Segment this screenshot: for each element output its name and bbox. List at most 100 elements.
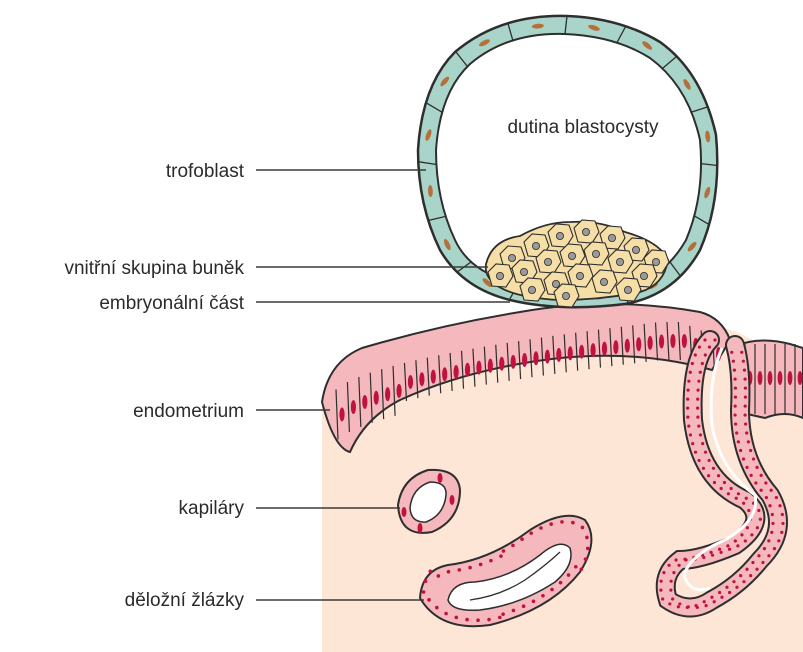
gland-nucleus bbox=[669, 589, 672, 592]
gland-nucleus bbox=[574, 565, 578, 569]
gland-nucleus bbox=[771, 522, 774, 525]
epithelium-nucleus bbox=[408, 375, 413, 389]
capillary-nucleus bbox=[450, 495, 455, 505]
gland-nucleus bbox=[698, 345, 701, 348]
gland-nucleus bbox=[735, 431, 738, 434]
gland-nucleus bbox=[760, 489, 763, 492]
gland-nucleus bbox=[775, 496, 778, 499]
epithelium-nucleus bbox=[385, 387, 390, 401]
gland-nucleus bbox=[744, 422, 747, 425]
epithelium-nucleus bbox=[636, 337, 641, 351]
gland-nucleus bbox=[777, 539, 780, 542]
label-blastocyst-cavity: dutina blastocysty bbox=[507, 117, 659, 138]
gland-nucleus bbox=[754, 481, 757, 484]
gland-nucleus bbox=[458, 568, 462, 572]
gland-nucleus bbox=[757, 554, 760, 557]
gland-nucleus bbox=[745, 431, 748, 434]
epithelium-nucleus bbox=[602, 342, 607, 356]
gland-nucleus bbox=[585, 536, 589, 540]
gland-nucleus bbox=[747, 440, 750, 443]
epithelium-nucleus bbox=[374, 391, 379, 405]
gland-nucleus bbox=[704, 451, 707, 454]
gland-nucleus bbox=[522, 604, 526, 608]
gland-nucleus bbox=[696, 398, 699, 401]
gland-nucleus bbox=[571, 521, 575, 525]
gland-nucleus bbox=[781, 513, 784, 516]
gland-nucleus bbox=[678, 602, 681, 605]
epithelium-nucleus bbox=[511, 355, 516, 369]
gland-nucleus bbox=[764, 481, 767, 484]
gland-nucleus bbox=[720, 596, 723, 599]
gland-nucleus bbox=[717, 474, 720, 477]
epithelium-nucleus bbox=[488, 359, 493, 373]
gland-nucleus bbox=[720, 487, 723, 490]
gland-nucleus bbox=[718, 548, 721, 551]
epithelium-nucleus bbox=[579, 345, 584, 359]
inner-cell-nucleus bbox=[544, 258, 551, 265]
gland-nucleus bbox=[686, 389, 689, 392]
gland-nucleus bbox=[580, 567, 584, 571]
gland-nucleus bbox=[770, 489, 773, 492]
epithelium-nucleus bbox=[465, 363, 470, 377]
gland-nucleus bbox=[689, 371, 692, 374]
gland-nucleus bbox=[696, 389, 699, 392]
gland-nucleus bbox=[529, 531, 533, 535]
epithelium-nucleus bbox=[568, 346, 573, 360]
gland-nucleus bbox=[702, 556, 705, 559]
gland-nucleus bbox=[742, 502, 745, 505]
epithelium-nucleus bbox=[590, 343, 595, 357]
label-embryonic-part: embryonální část bbox=[99, 293, 244, 314]
epithelium-nucleus bbox=[396, 384, 401, 398]
gland-nucleus bbox=[499, 554, 503, 558]
gland-nucleus bbox=[694, 604, 697, 607]
gland-nucleus bbox=[750, 474, 753, 477]
epithelium-nucleus bbox=[613, 340, 618, 354]
gland-nucleus bbox=[711, 554, 714, 557]
inner-cell-nucleus bbox=[532, 242, 539, 249]
gland-nucleus bbox=[744, 539, 747, 542]
gland-nucleus bbox=[468, 566, 472, 570]
gland-nucleus bbox=[744, 395, 747, 398]
gland-nucleus bbox=[713, 481, 716, 484]
gland-nucleus bbox=[661, 597, 664, 600]
gland-nucleus bbox=[730, 487, 733, 490]
inner-cell-nucleus bbox=[640, 272, 647, 279]
gland-nucleus bbox=[744, 404, 747, 407]
gland-nucleus bbox=[710, 596, 713, 599]
label-trophoblast: trofoblast bbox=[166, 161, 245, 182]
gland-nucleus bbox=[560, 520, 564, 524]
epithelium-nucleus bbox=[533, 351, 538, 365]
gland-nucleus bbox=[479, 563, 483, 567]
epithelium-nucleus bbox=[768, 371, 773, 385]
label-glands: děložní žlázky bbox=[125, 590, 245, 611]
gland-nucleus bbox=[702, 467, 705, 470]
gland-nucleus bbox=[745, 466, 748, 469]
inner-cell-nucleus bbox=[520, 268, 527, 275]
gland-nucleus bbox=[744, 386, 747, 389]
epithelium-nucleus bbox=[670, 334, 675, 348]
gland-nucleus bbox=[696, 416, 699, 419]
gland-nucleus bbox=[694, 353, 697, 356]
gland-nucleus bbox=[687, 424, 690, 427]
gland-nucleus bbox=[511, 544, 515, 548]
gland-nucleus bbox=[728, 548, 731, 551]
label-capillaries: kapiláry bbox=[179, 498, 245, 519]
gland-nucleus bbox=[713, 600, 716, 603]
inner-cell-nucleus bbox=[632, 246, 639, 253]
gland-nucleus bbox=[708, 345, 711, 348]
gland-nucleus bbox=[512, 609, 516, 613]
epithelium-nucleus bbox=[442, 367, 447, 381]
gland-nucleus bbox=[763, 547, 766, 550]
gland-nucleus bbox=[686, 398, 689, 401]
gland-nucleus bbox=[760, 474, 763, 477]
inner-cell-nucleus bbox=[652, 258, 659, 265]
epithelium-nucleus bbox=[339, 407, 344, 421]
gland-nucleus bbox=[719, 551, 722, 554]
gland-nucleus bbox=[689, 433, 692, 436]
gland-nucleus bbox=[520, 537, 524, 541]
gland-nucleus bbox=[742, 457, 745, 460]
gland-nucleus bbox=[718, 591, 721, 594]
gland-nucleus bbox=[733, 377, 736, 380]
gland-nucleus bbox=[696, 407, 699, 410]
gland-nucleus bbox=[694, 451, 697, 454]
